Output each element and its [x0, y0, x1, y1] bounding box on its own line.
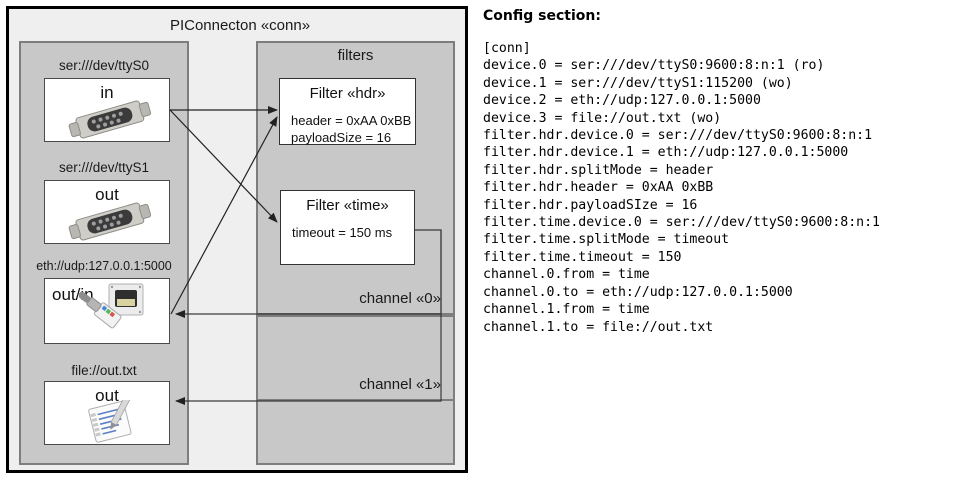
device-3-box[interactable]: out [44, 381, 170, 445]
config-section: Config section: [conn] device.0 = ser://… [483, 0, 963, 484]
ethernet-rj45-icon [79, 283, 144, 329]
filter-hdr-box[interactable]: Filter «hdr» header = 0xAA 0xBB payloadS… [279, 78, 416, 145]
diagram-title: PIConnecton «conn» [169, 17, 311, 34]
channel-0-label: channel «0» [359, 290, 441, 307]
filter-time-props: timeout = 150 ms [292, 225, 393, 240]
device-0-caption: ser:///dev/ttyS0 [58, 58, 150, 73]
device-3-caption: file://out.txt [71, 363, 137, 378]
device-1-caption: ser:///dev/ttyS1 [58, 160, 150, 175]
device-1-box[interactable]: out [44, 180, 170, 244]
device-2-box[interactable]: out/in [44, 278, 170, 344]
config-lines: [conn] device.0 = ser:///dev/ttyS0:9600:… [483, 41, 880, 335]
device-1-direction: out [95, 185, 119, 204]
channel-region-1: channel «1» [256, 315, 455, 401]
device-2-caption: eth://udp:127.0.0.1:5000 [36, 259, 172, 273]
config-heading: Config section: [483, 8, 601, 24]
filter-hdr-title: Filter «hdr» [309, 85, 386, 102]
filter-time-box[interactable]: Filter «time» timeout = 150 ms [280, 190, 415, 265]
device-0-box[interactable]: in [44, 78, 170, 142]
device-0-direction: in [100, 83, 114, 102]
text-file-icon [88, 400, 132, 443]
serial-db9-icon [68, 202, 152, 241]
serial-db9-icon [68, 100, 152, 139]
filter-hdr-props: header = 0xAA 0xBB payloadSize = 16 [291, 113, 412, 145]
device-3-direction: out [95, 386, 119, 405]
filters-panel-title-overlay: filters [337, 47, 374, 64]
channel-1-label: channel «1» [359, 376, 441, 393]
filter-time-title: Filter «time» [306, 197, 389, 214]
